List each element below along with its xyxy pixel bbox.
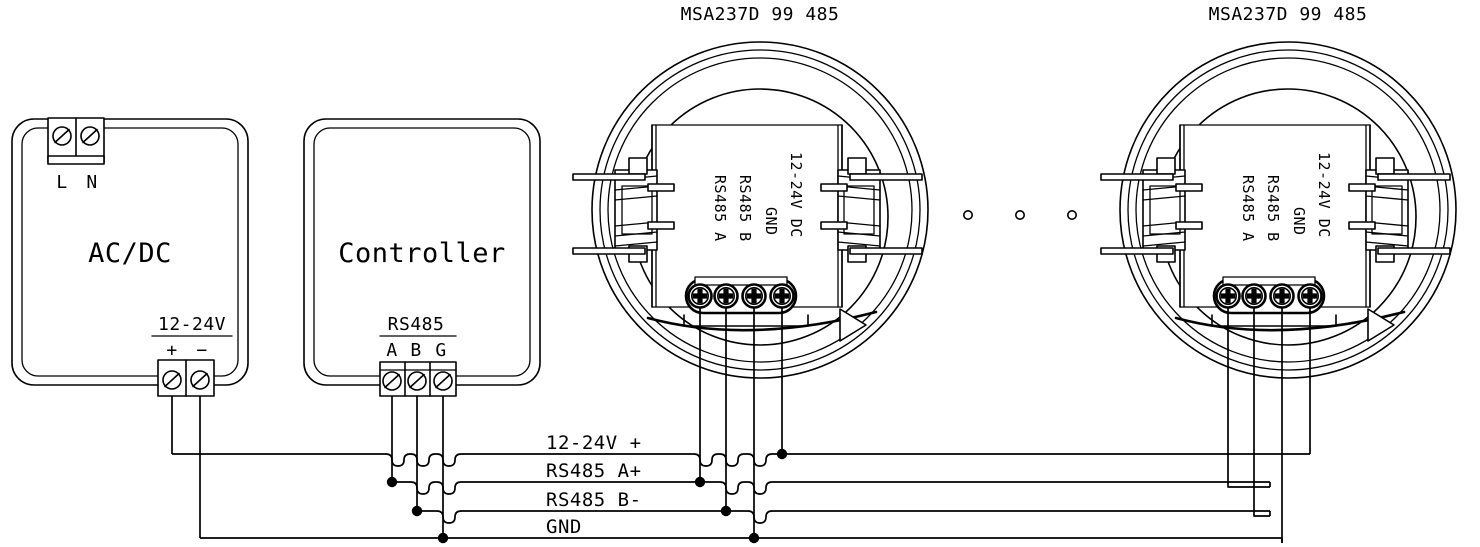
mains-label-n: N (86, 172, 97, 193)
ellipsis-dot-icon-3 (1067, 210, 1078, 221)
bus-label-rs485a: RS485 A+ (546, 460, 642, 482)
controller-block[interactable]: Controller RS485 A B G (303, 118, 541, 397)
controller-term-label-g: G (435, 340, 446, 361)
rs485-screw-b[interactable] (407, 371, 427, 391)
sensor-right-shelf (1211, 314, 1337, 327)
sensor-left-terminal-strip[interactable] (684, 276, 798, 315)
mains-terminal-block[interactable] (47, 117, 105, 165)
mains-terminal-base (47, 155, 105, 165)
junction-dot-icon-s1-b (720, 505, 732, 517)
junction-dot-icon-s1-a (694, 476, 706, 488)
bus-rail-rs485a (392, 481, 1270, 495)
sensor-left-shelf (683, 314, 809, 327)
sensor-left-screw-rs485a[interactable] (687, 283, 713, 309)
controller-term-label-b: B (410, 340, 421, 361)
sensor-right-terminal-bar (1222, 276, 1316, 286)
ellipsis-group (962, 210, 1078, 221)
junction-dot-icon-ctrl-b (411, 505, 423, 517)
power-supply-plus-label: + (166, 340, 177, 361)
ellipsis-dot-icon-1 (962, 210, 973, 221)
cable-gland-right-1 (820, 157, 923, 263)
sensor-left-label-a: RS485 A (711, 175, 729, 242)
rs485-screw-g[interactable] (433, 371, 453, 391)
cable-gland-left-2 (1100, 157, 1203, 263)
junction-dot-icon-s1-g (748, 532, 760, 544)
power-supply-block[interactable]: L N AC/DC 12-24V + − (11, 117, 249, 397)
dc-screw-plus[interactable] (162, 370, 182, 390)
sensor-right-screw-rs485a[interactable] (1215, 283, 1241, 309)
sensor-right-terminal-strip[interactable] (1212, 276, 1326, 315)
dc-screw-minus[interactable] (190, 370, 210, 390)
bus-rail-rs485b (417, 510, 1270, 524)
power-supply-name: AC/DC (88, 238, 172, 269)
cable-gland-left-1 (572, 157, 675, 263)
orientation-marker-icon-left (839, 308, 867, 342)
dc-output-terminal-block[interactable] (157, 359, 215, 397)
power-supply-inner-shell (21, 127, 239, 377)
junction-dot-icon-s1-p (776, 448, 788, 460)
cable-gland-right-2 (1348, 157, 1451, 263)
sensor-right-wire-rs485a-seg (1227, 307, 1270, 488)
rs485-terminal-block[interactable] (379, 361, 457, 397)
sensor-left-screw-rs485b[interactable] (713, 283, 739, 309)
controller-term-label-a: A (386, 340, 397, 361)
controller-bus-label: RS485 (388, 314, 445, 335)
mains-screw-n[interactable] (80, 126, 100, 146)
ellipsis-dot-icon-2 (1014, 210, 1025, 221)
sensor-left-label-b: RS485 B (736, 175, 754, 242)
sensor-right-label-gnd: GND (1290, 207, 1308, 236)
sensor-right-screw-rs485b[interactable] (1241, 283, 1267, 309)
sensor-left-screw-gnd[interactable] (741, 283, 767, 309)
sensor-right-label-b: RS485 B (1264, 175, 1282, 242)
bus-label-power: 12-24V + (546, 432, 642, 454)
power-supply-output-label: 12-24V (158, 314, 226, 335)
sensor-right-screw-gnd[interactable] (1269, 283, 1295, 309)
sensor-right-label-a: RS485 A (1239, 175, 1257, 242)
bus-label-rs485b: RS485 B- (546, 489, 642, 511)
device-title-left: MSA237D 99 485 (681, 4, 840, 25)
device-title-right: MSA237D 99 485 (1209, 4, 1368, 25)
rs485-screw-a[interactable] (382, 371, 402, 391)
sensor-right-label-power: 12-24V DC (1315, 152, 1333, 238)
junction-dot-icon-ctrl-g (437, 532, 449, 544)
power-supply-minus-label: − (196, 340, 207, 361)
bus-rail-power (172, 453, 1310, 467)
mains-label-l: L (56, 172, 67, 193)
mains-screw-l[interactable] (52, 126, 72, 146)
sensor-left-terminal-bar (694, 276, 788, 286)
controller-name: Controller (338, 238, 506, 269)
sensor-device-left[interactable]: 12-24V DC GND RS485 B RS485 A (572, 41, 929, 379)
sensor-right-screw-power[interactable] (1297, 283, 1323, 309)
wiring-harness (171, 307, 1311, 544)
sensor-device-right[interactable]: 12-24V DC GND RS485 B RS485 A (1100, 41, 1457, 379)
junction-dot-icon-ctrl-a (386, 476, 398, 488)
sensor-left-screw-power[interactable] (769, 283, 795, 309)
sensor-left-label-gnd: GND (762, 207, 780, 236)
orientation-marker-icon-right (1367, 308, 1395, 342)
sensor-right-wire-rs485b-seg (1253, 307, 1270, 517)
bus-label-gnd: GND (546, 516, 582, 538)
sensor-left-label-power: 12-24V DC (787, 152, 805, 238)
